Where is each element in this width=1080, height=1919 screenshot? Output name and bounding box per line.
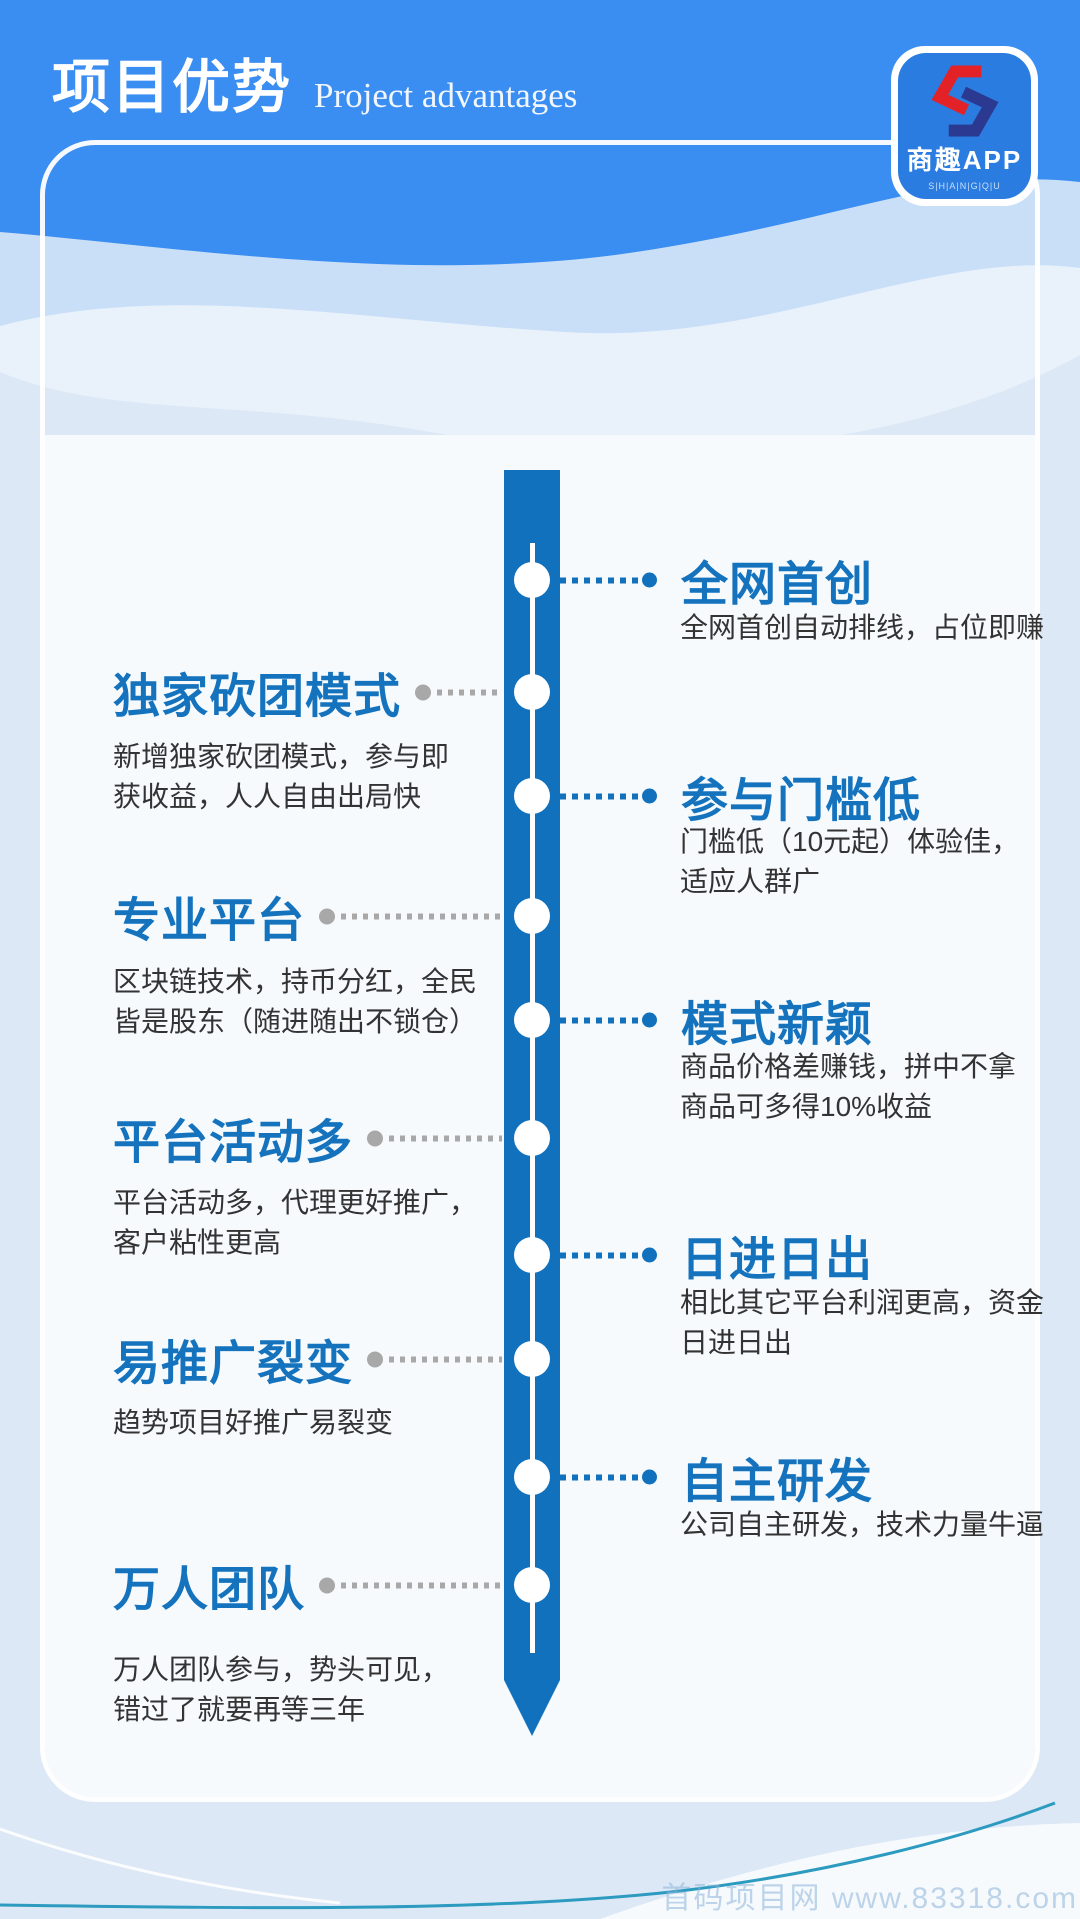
connector-dot (367, 1351, 383, 1367)
timeline-item-title: 易推广裂变 (113, 1336, 353, 1390)
timeline-node-dot (514, 1459, 550, 1495)
timeline-item-title: 平台活动多 (113, 1115, 353, 1169)
timeline-item-description: 商品价格差赚钱，拼中不拿 商品可多得10%收益 (680, 1051, 1017, 1122)
dotted-connector-line (389, 1356, 502, 1362)
timeline-item-description: 区块链技术，持币分红，全民 皆是股东（随进随出不锁仓） (113, 966, 478, 1037)
timeline-item-description: 万人团队参与，势头可见， 错过了就要再等三年 (113, 1654, 450, 1725)
dotted-connector-line (341, 1582, 502, 1588)
timeline-node-dot (514, 778, 550, 814)
timeline-item-description: 相比其它平台利润更高，资金 日进日出 (680, 1287, 1045, 1358)
dotted-connector-line (560, 793, 640, 799)
dotted-connector-line (437, 689, 502, 695)
timeline-item-row: 模式新颖 (560, 986, 873, 1055)
connector-dot (415, 684, 431, 700)
timeline-node-dot (514, 674, 550, 710)
dotted-connector (367, 1130, 502, 1146)
connector-dot (642, 1247, 657, 1263)
timeline-node-dot (514, 1341, 550, 1377)
timeline-item-title: 参与门槛低 (681, 773, 921, 827)
dotted-connector-line (560, 1252, 640, 1258)
app-logo-badge: 商趣APP S|H|A|N|G|Q|U (891, 46, 1038, 206)
dotted-connector (367, 1351, 502, 1367)
connector-dot (367, 1130, 383, 1146)
dotted-connector-line (560, 577, 640, 583)
watermark-text: 首码项目网 www.83318.com (661, 1882, 1078, 1915)
timeline-node-dot (514, 898, 550, 934)
timeline-item-title: 独家砍团模式 (113, 669, 401, 723)
connector-dot (319, 908, 335, 924)
header-wave-decoration (0, 0, 1080, 452)
dotted-connector-line (389, 1135, 502, 1141)
timeline-item-row: 专业平台 (113, 882, 504, 951)
timeline-node-dot (514, 1567, 550, 1603)
footer-wave-decoration (0, 1801, 1080, 1919)
app-logo-tile: 商趣APP S|H|A|N|G|Q|U (898, 53, 1031, 199)
timeline-item-row: 易推广裂变 (113, 1325, 504, 1394)
page-title: 项目优势 (52, 55, 293, 120)
dotted-connector (415, 684, 502, 700)
timeline-item-row: 参与门槛低 (560, 762, 921, 831)
timeline-item-row: 万人团队 (113, 1551, 504, 1620)
timeline-item-description: 平台活动多，代理更好推广， 客户粘性更高 (113, 1187, 478, 1258)
timeline-node-dot (514, 1120, 550, 1156)
timeline-item-title: 模式新颖 (681, 997, 873, 1051)
connector-dot (642, 788, 657, 804)
timeline-item-title: 日进日出 (681, 1232, 873, 1286)
timeline-item-description: 公司自主研发，技术力量牛逼 (680, 1509, 1045, 1540)
connector-dot (319, 1577, 335, 1593)
connector-dot (642, 1012, 657, 1028)
timeline-item-row: 独家砍团模式 (113, 658, 504, 727)
dotted-connector-line (560, 1474, 640, 1480)
dotted-connector-line (560, 1017, 640, 1023)
timeline-item-description: 趋势项目好推广易裂变 (113, 1407, 394, 1438)
timeline-item-title: 全网首创 (681, 557, 873, 611)
app-name-label: 商趣APP (906, 144, 1023, 175)
connector-dot (642, 1469, 657, 1485)
timeline-inner-line (530, 543, 535, 1653)
timeline-item-description: 门槛低（10元起）体验佳， 适应人群广 (680, 826, 1020, 897)
header: 项目优势 Project advantages (52, 40, 577, 124)
dotted-connector (319, 1577, 502, 1593)
app-tagline-label: S|H|A|N|G|Q|U (928, 180, 1001, 191)
timeline-item-description: 新增独家砍团模式，参与即 获收益，人人自由出局快 (113, 741, 450, 812)
dotted-connector-line (341, 913, 502, 919)
timeline-item-title: 专业平台 (113, 893, 305, 947)
connector-dot (642, 572, 657, 588)
page-subtitle: Project advantages (314, 76, 578, 115)
timeline-node-dot (514, 1237, 550, 1273)
timeline-item-row: 平台活动多 (113, 1104, 504, 1173)
timeline-item-title: 万人团队 (113, 1562, 305, 1616)
timeline-item-title: 自主研发 (681, 1454, 873, 1508)
s-monogram-icon (931, 64, 998, 137)
timeline-node-dot (514, 1002, 550, 1038)
timeline-item-description: 全网首创自动排线，占位即赚 (680, 612, 1045, 643)
timeline-item-row: 全网首创 (560, 546, 873, 615)
dotted-connector (319, 908, 502, 924)
timeline-node-dot (514, 562, 550, 598)
timeline-item-row: 日进日出 (560, 1221, 873, 1290)
timeline-bar-arrow-tip (504, 1680, 560, 1736)
timeline-item-row: 自主研发 (560, 1443, 873, 1512)
